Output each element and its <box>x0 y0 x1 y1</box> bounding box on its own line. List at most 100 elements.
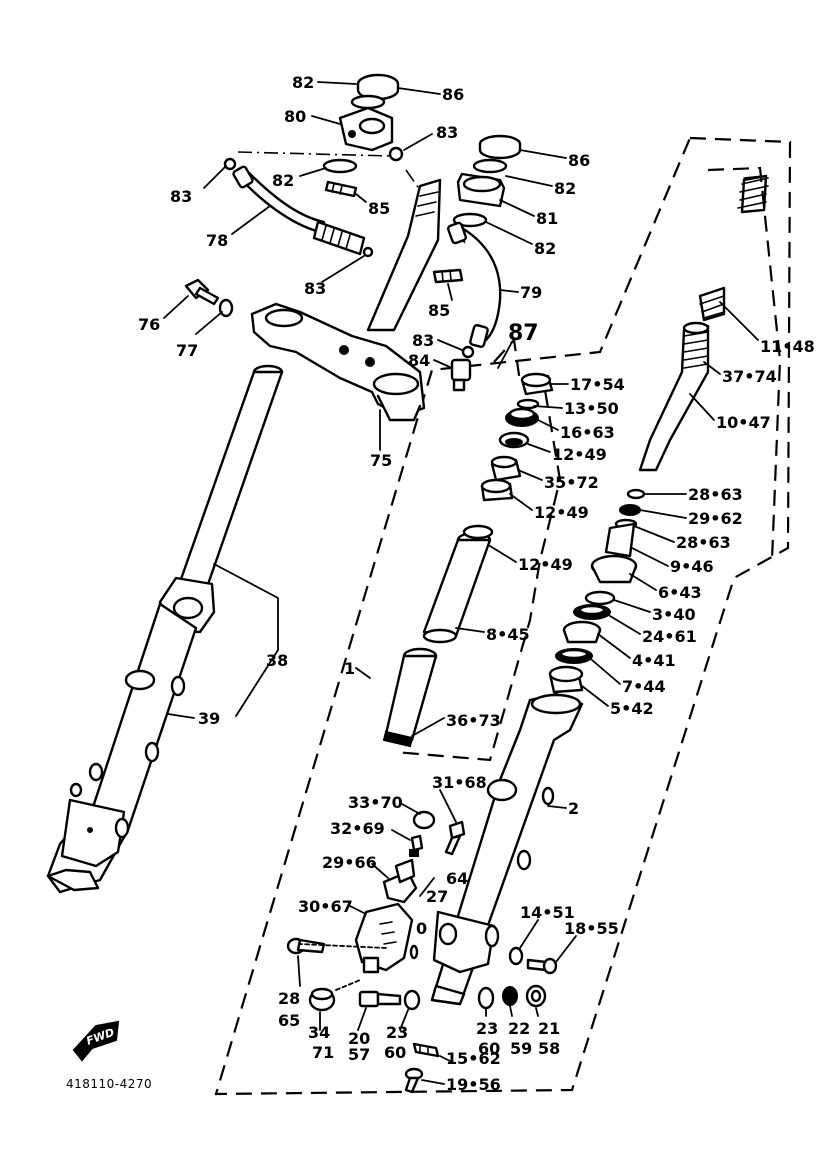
steering-stem <box>366 178 442 332</box>
label-60-b: 60 <box>478 1039 500 1058</box>
inner-tube-8 <box>422 531 492 644</box>
washer-7 <box>555 648 593 664</box>
collar-35 <box>490 455 522 482</box>
fitting-85-a <box>324 180 358 198</box>
pin-0 <box>409 944 419 960</box>
label-32-69: 32•69 <box>330 819 385 838</box>
caliper-bracket-30 <box>354 902 414 974</box>
label-17-54: 17•54 <box>570 375 625 394</box>
oring-83-a <box>388 146 404 162</box>
label-39: 39 <box>198 709 220 728</box>
washer-82-right <box>472 158 508 174</box>
label-23-a: 23 <box>386 1023 408 1042</box>
label-27: 27 <box>426 887 448 906</box>
label-81: 81 <box>536 209 558 228</box>
oring-83-d <box>461 345 475 359</box>
label-3-40: 3•40 <box>652 605 696 624</box>
label-86-a: 86 <box>442 85 464 104</box>
ring-28-63-a <box>626 488 646 500</box>
leader-38b <box>235 649 279 717</box>
clip-3 <box>584 590 616 606</box>
label-22: 22 <box>508 1019 530 1038</box>
label-82-b: 82 <box>272 171 294 190</box>
label-36-73: 36•73 <box>446 711 501 730</box>
label-71: 71 <box>312 1043 334 1062</box>
label-83-c: 83 <box>304 279 326 298</box>
label-21: 21 <box>538 1019 560 1038</box>
label-33-70: 33•70 <box>348 793 403 812</box>
label-31-68: 31•68 <box>432 773 487 792</box>
label-2: 2 <box>568 799 579 818</box>
label-76: 76 <box>138 315 160 334</box>
spring-11 <box>698 174 769 322</box>
label-19-56: 19•56 <box>446 1075 501 1094</box>
washer-23-a <box>403 989 421 1011</box>
label-64: 64 <box>446 869 468 888</box>
label-34: 34 <box>308 1023 330 1042</box>
upper-bracket-80 <box>338 106 394 152</box>
spring-15 <box>412 1042 440 1058</box>
label-15-62: 15•62 <box>446 1049 501 1068</box>
lower-bracket <box>250 302 426 422</box>
bushing-12-49-c <box>462 524 494 540</box>
label-11-48: 11•48 <box>760 337 815 356</box>
label-5-42: 5•42 <box>610 699 654 718</box>
washer-82-top <box>350 94 386 110</box>
bushing-12-49-b <box>480 478 514 502</box>
washer-82-b <box>322 158 358 174</box>
label-18-55: 18•55 <box>564 919 619 938</box>
label-8-45: 8•45 <box>486 625 530 644</box>
oring-83-b <box>223 157 237 171</box>
seat-6 <box>590 554 638 584</box>
screw-19 <box>404 1067 424 1094</box>
ring-29-62 <box>619 504 641 516</box>
label-35-72: 35•72 <box>544 473 599 492</box>
label-24-61: 24•61 <box>642 627 697 646</box>
centerline-2 <box>405 169 421 191</box>
label-83-d: 83 <box>412 331 434 350</box>
bolt-20 <box>358 990 402 1008</box>
ring-22 <box>502 986 518 1006</box>
washer-82-d <box>452 212 488 228</box>
label-83-a: 83 <box>436 123 458 142</box>
label-75: 75 <box>370 451 392 470</box>
leader-38 <box>213 563 279 651</box>
label-60-a: 60 <box>384 1043 406 1062</box>
label-79: 79 <box>520 283 542 302</box>
catalog-code: 418110-4270 <box>66 1077 152 1091</box>
damper-rod-10 <box>638 321 710 472</box>
outer-tube-2 <box>430 692 584 1006</box>
washer-14 <box>508 946 524 966</box>
label-12-49-b: 12•49 <box>534 503 589 522</box>
label-77: 77 <box>176 341 198 360</box>
seal-24 <box>573 604 611 620</box>
label-30-67: 30•67 <box>298 897 353 916</box>
label-82-a: 82 <box>292 73 314 92</box>
label-9-46: 9•46 <box>670 557 714 576</box>
label-6-43: 6•43 <box>658 583 702 602</box>
subassembly-outline <box>394 337 562 762</box>
label-86-b: 86 <box>568 151 590 170</box>
piece-9 <box>604 522 636 558</box>
label-13-50: 13•50 <box>564 399 619 418</box>
label-16-63: 16•63 <box>560 423 615 442</box>
label-87: 87 <box>508 321 539 346</box>
label-65: 65 <box>278 1011 300 1030</box>
left-fork-leg <box>46 364 284 894</box>
label-38: 38 <box>266 651 288 670</box>
centerline <box>237 151 393 157</box>
label-12-49-c: 12•49 <box>518 555 573 574</box>
label-10-47: 10•47 <box>716 413 771 432</box>
label-80: 80 <box>284 107 306 126</box>
bolt-28 <box>286 937 326 955</box>
label-0: 0 <box>416 919 427 938</box>
label-23-b: 23 <box>476 1019 498 1038</box>
damper-outline <box>707 166 782 561</box>
clip-13 <box>516 398 540 410</box>
bolt-31 <box>444 820 466 856</box>
label-57: 57 <box>348 1045 370 1064</box>
cap-33 <box>412 810 436 830</box>
hose-78 <box>232 165 374 258</box>
tube-36 <box>382 647 438 748</box>
leaders <box>163 81 759 1085</box>
